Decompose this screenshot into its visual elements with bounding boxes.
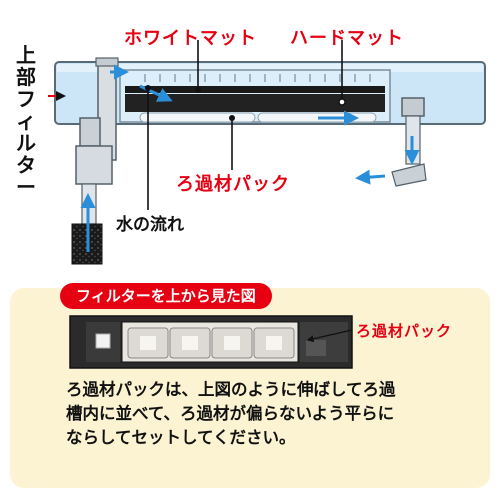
label-white-mat: ホワイトマット <box>124 28 257 49</box>
description-line: ならしてセットしてください。 <box>66 428 296 447</box>
water-flow-arrows <box>80 64 420 252</box>
top-view-media-packs <box>127 327 295 359</box>
leader-lines <box>147 40 343 210</box>
label-hard-mat: ハードマット <box>290 28 404 49</box>
white-mat <box>125 86 385 93</box>
filter-cross-section-diagram <box>48 40 486 265</box>
label-upper-filter: 上部フィルター <box>16 43 36 199</box>
label-water-flow: 水の流れ <box>116 215 184 235</box>
description-line: ろ過材パックは、上図のように伸ばしてろ過 <box>66 380 396 399</box>
description-text: ろ過材パックは、上図のように伸ばしてろ過 槽内に並べて、ろ過材が偏らないよう平ら… <box>66 378 466 450</box>
media-pack-left <box>139 112 256 123</box>
hard-mat <box>125 94 385 112</box>
description-line: 槽内に並べて、ろ過材が偏らないよう平らに <box>66 404 395 423</box>
pump-assembly <box>75 57 119 225</box>
top-view-title: フィルターを上から見た図 <box>60 283 272 309</box>
label-media-pack: ろ過材パック <box>176 174 290 195</box>
top-view-media-pack-label: ろ過材パック <box>356 322 453 340</box>
tray-slots <box>144 74 371 82</box>
